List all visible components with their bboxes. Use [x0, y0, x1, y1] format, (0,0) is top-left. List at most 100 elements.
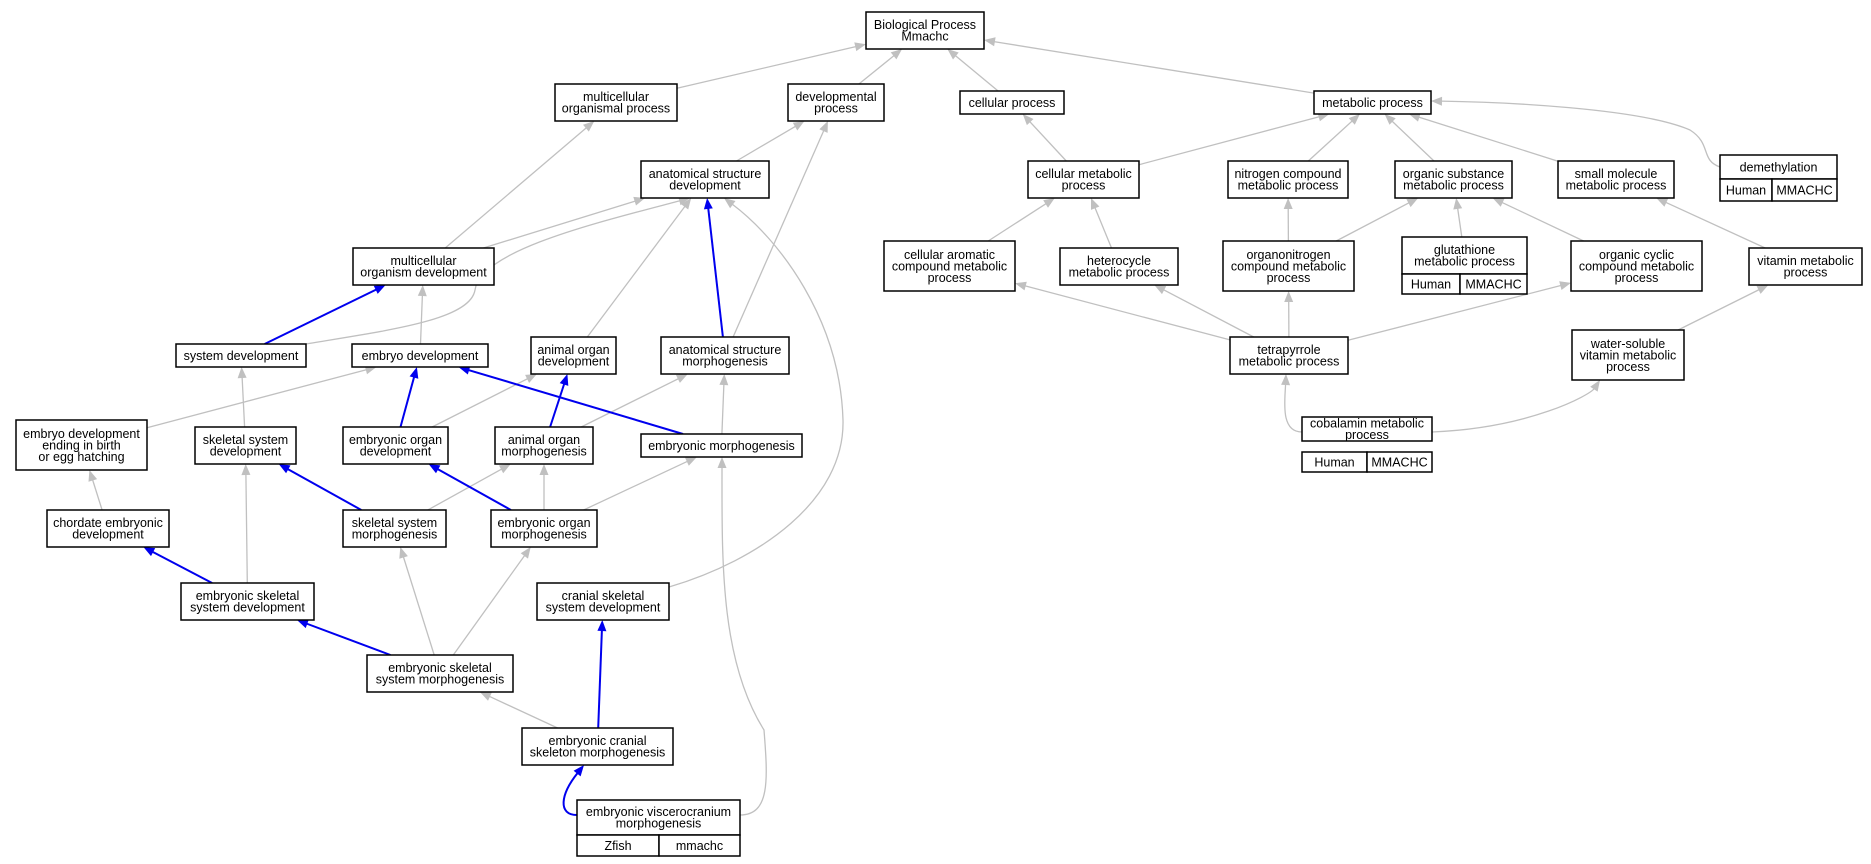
node-system-development-label-line: system development: [184, 349, 299, 363]
edge-embryonic-skeletal-system-morphogenesis-to-skeletal-system-morphogenesis-line: [402, 556, 435, 656]
node-tetrapyrrole-metabolic-process-label-line: metabolic process: [1239, 355, 1340, 369]
node-embryonic-skeletal-system-development-label-line: embryonic skeletal: [196, 589, 300, 603]
edge-cobalamin-metabolic-process-to-tetrapyrrole-metabolic-process: [1281, 374, 1303, 433]
edge-embryonic-cranial-skeleton-morphogenesis-to-cranial-skeletal-system-development: [597, 620, 607, 729]
node-animal-organ-morphogenesis-label-line: morphogenesis: [501, 445, 586, 459]
node-organic-cyclic-compound-metabolic-process-box: [1570, 240, 1703, 292]
node-organic-cyclic-compound-metabolic-process-label-line: process: [1615, 271, 1659, 285]
node-multicellular-organismal-process-label-line: organismal process: [562, 102, 670, 116]
node-organic-substance-metabolic-process-label-line: metabolic process: [1403, 179, 1504, 193]
edge-cellular-aromatic-compound-metabolic-process-to-cellular-metabolic-process: [987, 198, 1055, 242]
node-metabolic-process[interactable]: metabolic process: [1313, 90, 1432, 115]
node-multicellular-organism-development-label-line: organism development: [360, 266, 487, 280]
node-embryonic-morphogenesis[interactable]: embryonic morphogenesis: [640, 433, 803, 458]
edge-anatomical-structure-morphogenesis-to-anatomical-structure-development-line: [707, 207, 724, 338]
edge-cellular-process-to-bp-root-arrowhead: [947, 49, 959, 60]
node-embryo-development[interactable]: embryo development: [351, 343, 489, 368]
gene-cell: [1366, 451, 1433, 473]
edge-cellular-metabolic-process-to-metabolic-process-line: [1138, 115, 1320, 166]
edge-embryonic-skeletal-system-development-to-chordate-embryonic-development-line: [151, 550, 213, 584]
node-heterocycle-metabolic-process-box: [1059, 247, 1179, 286]
edge-embryonic-skeletal-system-development-to-chordate-embryonic-development: [143, 547, 213, 584]
node-multicellular-organismal-process-label-line: multicellular: [583, 90, 649, 104]
node-organic-cyclic-compound-metabolic-process-label-line: compound metabolic: [1579, 259, 1694, 273]
edge-small-molecule-metabolic-process-to-metabolic-process-arrowhead: [1408, 113, 1421, 122]
node-bp-root-box: [865, 11, 985, 50]
node-cellular-process[interactable]: cellular process: [959, 90, 1065, 115]
node-embryonic-organ-development-label-line: embryonic organ: [349, 433, 442, 447]
edge-cellular-metabolic-process-to-cellular-process-line: [1029, 120, 1067, 162]
edge-embryonic-viscerocranium-morphogenesis-to-embryonic-cranial-skeleton-morphogenesis: [562, 765, 584, 816]
edge-glutathione-metabolic-process-to-organic-substance-metabolic-process-arrowhead: [1453, 198, 1463, 210]
edge-tetrapyrrole-metabolic-process-to-cellular-aromatic-compound-metabolic-process-arrowhead: [1015, 281, 1027, 291]
edge-animal-organ-development-to-anatomical-structure-development: [586, 198, 692, 338]
node-anatomical-structure-development-box: [640, 160, 770, 199]
edge-system-development-to-multicellular-organism-development: [264, 285, 386, 345]
edge-skeletal-system-morphogenesis-to-skeletal-system-development: [278, 464, 362, 511]
edge-embryonic-organ-morphogenesis-to-embryonic-organ-development: [428, 464, 512, 511]
edge-multicellular-organism-development-to-anatomical-structure-development-arrowhead: [633, 196, 646, 206]
node-embryonic-organ-development-box: [342, 426, 449, 465]
edge-cobalamin-metabolic-process-to-water-soluble-vitamin-metabolic-process: [1431, 380, 1600, 433]
edge-chordate-embryonic-development-to-embryo-development-ending-in-birth-line: [91, 479, 103, 511]
node-animal-organ-morphogenesis-box: [494, 426, 594, 465]
node-nitrogen-compound-metabolic-process-label-line: metabolic process: [1238, 179, 1339, 193]
gene-label: MMACHC: [1465, 277, 1521, 291]
edge-multicellular-organismal-process-to-bp-root-line: [676, 45, 857, 89]
edge-embryonic-skeletal-system-development-to-skeletal-system-development-line: [245, 473, 248, 584]
node-nitrogen-compound-metabolic-process-box: [1227, 160, 1349, 199]
node-water-soluble-vitamin-metabolic-process-label-line: process: [1606, 360, 1650, 374]
node-embryonic-viscerocranium-morphogenesis[interactable]: embryonic viscerocraniummorphogenesisZfi…: [576, 799, 741, 857]
edge-embryonic-cranial-skeleton-morphogenesis-to-embryonic-skeletal-system-morphogenesis: [479, 692, 558, 729]
edge-embryonic-organ-morphogenesis-to-embryonic-organ-development-arrowhead: [428, 464, 441, 474]
edge-small-molecule-metabolic-process-to-metabolic-process: [1408, 113, 1559, 162]
node-cobalamin-metabolic-process-label-line: process: [1345, 428, 1389, 442]
edge-cellular-aromatic-compound-metabolic-process-to-cellular-metabolic-process-line: [987, 202, 1047, 242]
edge-tetrapyrrole-metabolic-process-to-heterocycle-metabolic-process: [1154, 285, 1255, 338]
edge-tetrapyrrole-metabolic-process-to-cellular-aromatic-compound-metabolic-process: [1015, 281, 1231, 341]
edge-developmental-process-to-bp-root: [858, 49, 903, 85]
edge-anatomical-structure-morphogenesis-to-anatomical-structure-development-arrowhead: [703, 198, 713, 210]
node-system-development[interactable]: system development: [175, 343, 307, 368]
node-water-soluble-vitamin-metabolic-process-label-line: vitamin metabolic: [1580, 348, 1677, 362]
edge-embryo-development-to-multicellular-organism-development-arrowhead: [417, 285, 427, 297]
node-water-soluble-vitamin-metabolic-process-box: [1571, 329, 1685, 381]
edge-nitrogen-compound-metabolic-process-to-metabolic-process-line: [1307, 120, 1353, 162]
gene-cell: [658, 834, 741, 857]
node-anatomical-structure-development-label-line: development: [669, 179, 741, 193]
node-developmental-process-box: [787, 83, 885, 122]
